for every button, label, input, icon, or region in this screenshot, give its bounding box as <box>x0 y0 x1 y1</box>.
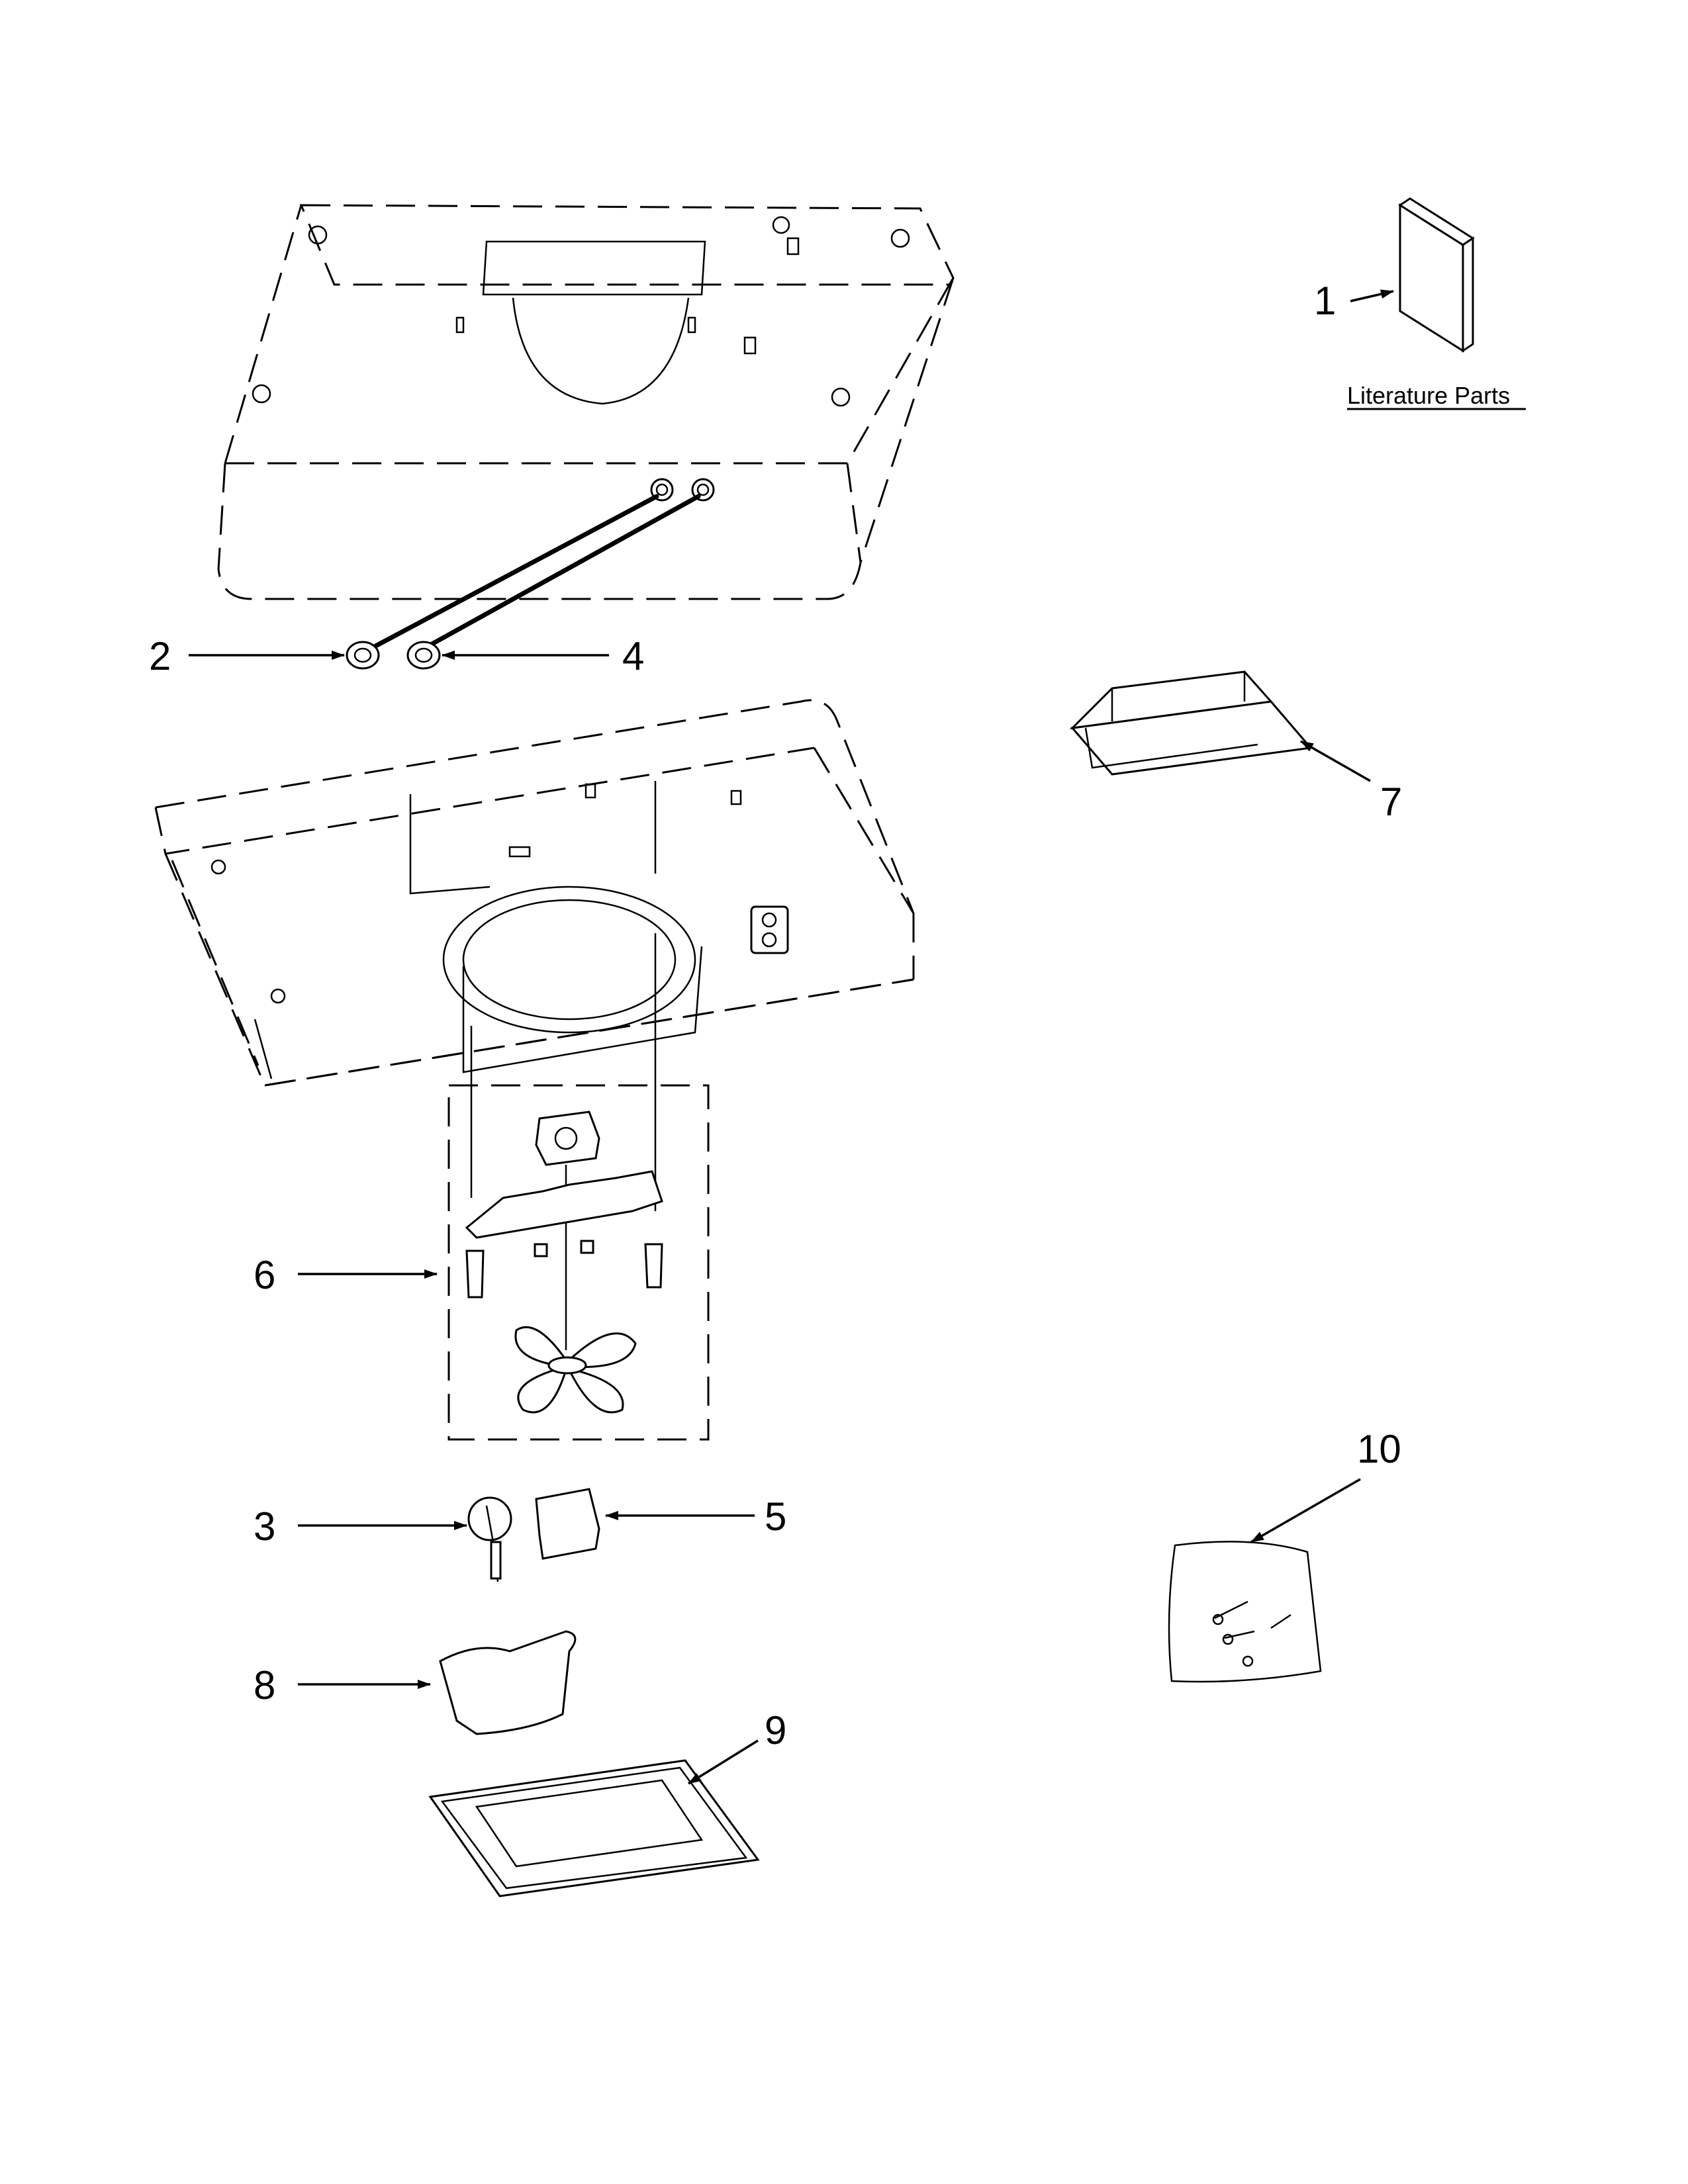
callout-9: 9 <box>765 1708 786 1752</box>
grease-filter <box>428 1759 760 1897</box>
capacitor-part <box>535 1488 600 1560</box>
fan-blade <box>514 1326 637 1414</box>
callout-2: 2 <box>149 634 171 678</box>
range-hood-body <box>154 699 915 1087</box>
literature-part <box>1398 197 1475 353</box>
callout-3: 3 <box>254 1504 275 1549</box>
damper-part <box>1069 670 1313 776</box>
switch-part <box>467 1496 512 1582</box>
callout-labels: 1 2 4 7 6 3 5 8 9 10 <box>149 279 1402 1752</box>
callout-4: 4 <box>622 634 644 678</box>
range-hood-top <box>217 204 955 600</box>
control-knobs <box>346 478 715 670</box>
blower-assembly <box>447 933 710 1441</box>
callout-arrows <box>189 289 1394 1785</box>
callout-5: 5 <box>765 1494 786 1539</box>
callout-7: 7 <box>1380 780 1402 824</box>
callout-8: 8 <box>254 1663 275 1707</box>
hardware-bag <box>1168 1541 1322 1683</box>
callout-1: 1 <box>1314 279 1336 323</box>
callout-10: 10 <box>1357 1427 1401 1471</box>
callout-6: 6 <box>254 1253 275 1297</box>
literature-parts-label: Literature Parts <box>1347 382 1510 409</box>
light-cover <box>439 1630 577 1735</box>
